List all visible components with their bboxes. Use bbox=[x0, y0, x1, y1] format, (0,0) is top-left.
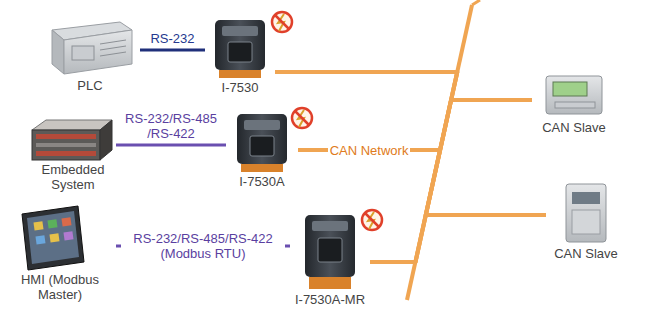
device-label: CAN Slave bbox=[546, 246, 626, 261]
can-link bbox=[370, 215, 546, 262]
edge-label: RS-232/RS-485 /RS-422 bbox=[114, 111, 228, 141]
can-slave-icon bbox=[546, 76, 602, 114]
module-icon bbox=[237, 114, 287, 172]
hmi-icon bbox=[22, 206, 84, 270]
device-node: HMI (Modbus Master) bbox=[4, 204, 116, 302]
device-label: I-7530 bbox=[205, 80, 275, 95]
edge-label: CAN Network bbox=[328, 143, 411, 158]
device-node: I-7530A-MR bbox=[290, 212, 370, 307]
device-label: Embedded System bbox=[30, 162, 116, 192]
serial-link bbox=[116, 144, 226, 147]
can-link bbox=[370, 100, 532, 262]
can-link bbox=[275, 72, 532, 100]
can-slave-icon bbox=[566, 184, 606, 242]
embedded-icon bbox=[32, 120, 112, 160]
serial-link bbox=[140, 49, 205, 52]
device-node: CAN Slave bbox=[532, 70, 616, 135]
surge-protection-symbol bbox=[292, 108, 312, 128]
can-trunk bbox=[472, 0, 480, 5]
device-label: CAN Slave bbox=[532, 120, 616, 135]
device-node: CAN Slave bbox=[546, 178, 626, 261]
module-icon bbox=[305, 215, 355, 289]
device-label: HMI (Modbus Master) bbox=[4, 272, 116, 302]
device-node: Embedded System bbox=[30, 118, 116, 192]
device-label: I-7530A bbox=[226, 174, 298, 189]
device-label: I-7530A-MR bbox=[290, 292, 370, 307]
plc-icon bbox=[52, 22, 132, 74]
can-link bbox=[298, 150, 546, 215]
edge-label: RS-232 bbox=[148, 31, 196, 46]
device-node: PLC bbox=[40, 18, 140, 93]
device-node: I-7530A bbox=[226, 112, 298, 189]
device-label: PLC bbox=[40, 78, 140, 93]
device-node: I-7530 bbox=[205, 18, 275, 95]
surge-protection-symbol bbox=[272, 12, 292, 32]
surge-protection-symbol bbox=[362, 210, 382, 230]
can-link bbox=[275, 72, 546, 215]
module-icon bbox=[215, 20, 265, 78]
edge-label: RS-232/RS-485/RS-422 (Modbus RTU) bbox=[121, 231, 285, 261]
